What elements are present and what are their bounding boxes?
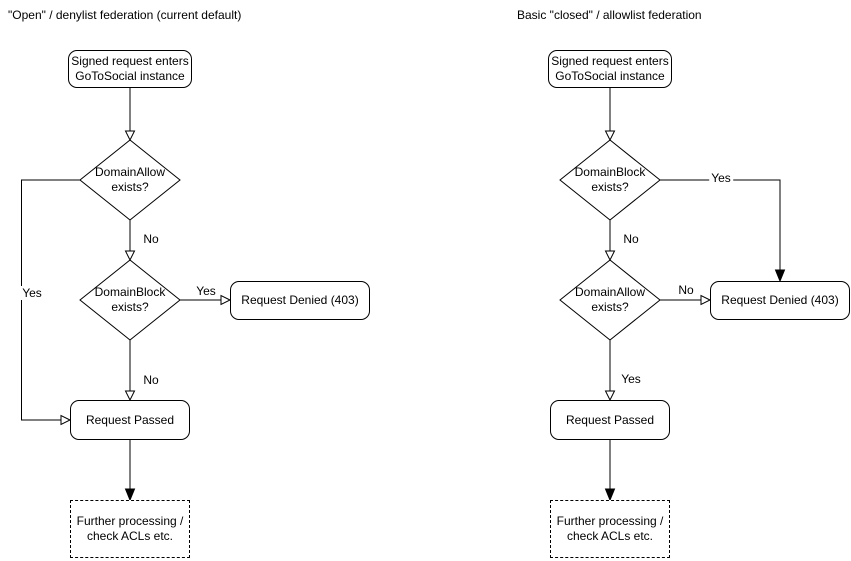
decision2-diamond-right <box>559 259 661 341</box>
node-further-right: Further processing / check ACLs etc. <box>550 500 670 558</box>
edge-label-decision2-yes-left: Yes <box>194 284 218 298</box>
node-passed-left: Request Passed <box>70 400 190 440</box>
node-denied-left: Request Denied (403) <box>230 281 370 320</box>
diagram-title-left: "Open" / denylist federation (current de… <box>8 8 242 22</box>
edge-label-decision1-yes-right: Yes <box>709 171 733 185</box>
node-start-left: Signed request enters GoToSocial instanc… <box>68 50 192 88</box>
edge-label-decision2-no-left: No <box>141 373 161 387</box>
decision2-diamond-left <box>79 259 181 341</box>
arrowhead-open <box>604 130 616 142</box>
edge-label-decision2-no-right: No <box>676 283 696 297</box>
node-further-left: Further processing / check ACLs etc. <box>70 500 190 558</box>
decision1-diamond-left <box>79 139 181 221</box>
node-start-right: Signed request enters GoToSocial instanc… <box>548 50 672 88</box>
node-denied-right: Request Denied (403) <box>710 281 850 320</box>
arrowhead-open <box>60 414 72 426</box>
arrowhead-open <box>700 294 712 306</box>
edge-label-decision2-yes-right: Yes <box>619 372 643 386</box>
arrowhead-open <box>124 390 136 402</box>
edge-decision1-yes-left <box>21 179 80 421</box>
decision1-diamond-right <box>559 139 661 221</box>
arrowhead-open <box>124 250 136 262</box>
arrowhead-open <box>124 130 136 142</box>
arrowhead-open <box>604 390 616 402</box>
diagram-title-right: Basic "closed" / allowlist federation <box>517 8 702 22</box>
edge-label-decision1-no-left: No <box>141 232 161 246</box>
edge-label-decision1-yes-left: Yes <box>20 286 44 300</box>
arrowhead-filled <box>774 269 786 283</box>
arrowhead-filled <box>124 488 136 502</box>
arrowhead-filled <box>604 488 616 502</box>
arrowhead-open <box>220 294 232 306</box>
edge-decision1-yes-right <box>660 179 781 270</box>
node-passed-right: Request Passed <box>550 400 670 440</box>
arrowhead-open <box>604 250 616 262</box>
edge-label-decision1-no-right: No <box>621 232 641 246</box>
